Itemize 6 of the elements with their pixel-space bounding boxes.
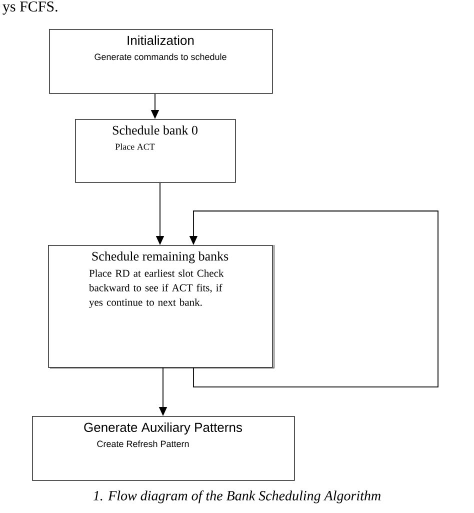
- process-box: Schedule bank 0 Place ACT: [75, 119, 236, 183]
- text-fragment: ys FCFS.: [2, 1, 58, 15]
- process-box: Initialization Generate commands to schedule: [49, 29, 273, 94]
- process-box: Generate Auxiliary Patterns Create Refresh Pattern: [32, 416, 295, 481]
- caption: 1. Flow diagram of the Bank Scheduling Algorithm: [93, 490, 380, 504]
- process-box: Schedule remaining banks Place RD at earliest slot Check backward to see if ACT fits, if yes continue to next bank.: [48, 244, 274, 368]
